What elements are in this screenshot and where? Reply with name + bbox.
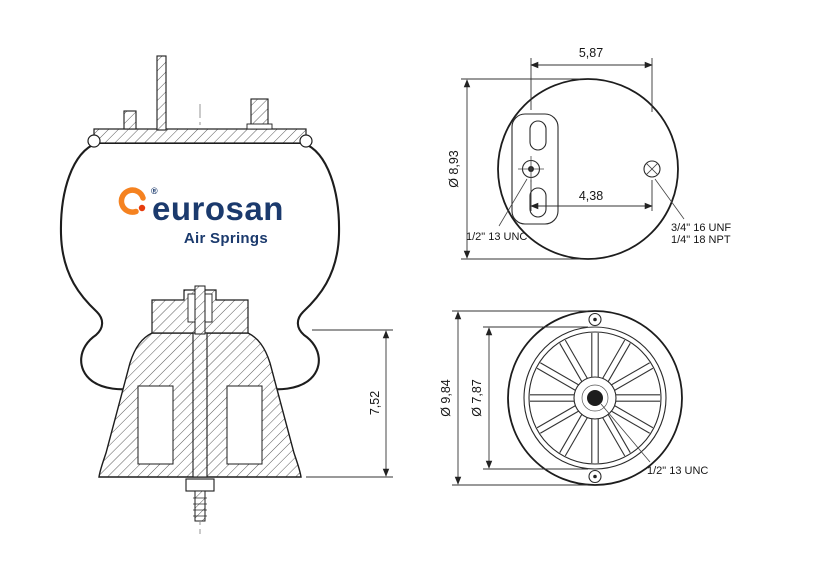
inner-diameter-dim-text: Ø 7,87	[470, 379, 484, 417]
port-spacing-dim-text: 4,38	[579, 189, 603, 203]
dimension-outer-diameter: Ø 9,84	[439, 310, 588, 486]
bolt-hole-top	[588, 312, 602, 327]
center-stud-callout: 1/2" 13 UNC	[466, 178, 527, 243]
plate-diameter-dim-text: Ø 8,93	[447, 150, 461, 188]
dimension-plate-diameter: Ø 8,93	[447, 78, 580, 260]
bead-plate-left-curl	[87, 134, 101, 148]
bracket-plate-outline	[511, 113, 559, 225]
dimension-port-spacing: 4,38	[530, 180, 653, 211]
side-view: 7,52	[59, 55, 393, 534]
piston-outer-circle	[507, 310, 683, 486]
stud-span-dim-text: 5,87	[579, 46, 603, 60]
bead-plate	[93, 128, 307, 144]
brand-tagline-text: Air Springs	[184, 230, 268, 247]
outer-diameter-dim-text: Ø 9,84	[439, 379, 453, 417]
air-port-callout: 3/4" 16 UNF 1/4" 18 NPT	[654, 178, 731, 246]
piston-rib-rim-circle	[528, 331, 662, 465]
bolt-hole-bottom	[588, 469, 602, 484]
center-stud-dot	[587, 390, 603, 406]
dimension-stud-span: 5,87	[530, 46, 653, 112]
top-center-stud	[194, 285, 206, 335]
dimension-overall-height: 7,52	[306, 329, 393, 478]
bottom-nut	[185, 478, 215, 492]
top-plate-circle	[497, 78, 679, 260]
bottom-stud-label: 1/2" 13 UNC	[647, 465, 708, 477]
brand-logo: ® eurosan Air Springs	[118, 186, 284, 247]
piston-window-left	[137, 385, 174, 465]
bracket-slot-top	[529, 120, 547, 151]
bottom-stud	[194, 490, 206, 522]
top-stud-washer	[246, 123, 273, 130]
air-port-label-line1: 3/4" 16 UNF	[671, 222, 731, 234]
center-bolt-stem	[192, 332, 208, 478]
air-port-hole	[643, 160, 661, 178]
center-stud-hole	[518, 156, 544, 182]
bottom-view: Ø 9,84 Ø 7,87 1/2" 13 UNC	[439, 310, 708, 486]
bottom-stud-callout: 1/2" 13 UNC	[600, 403, 708, 477]
registered-mark: ®	[151, 186, 158, 196]
piston-window-right	[226, 385, 263, 465]
brand-flame-icon	[118, 187, 146, 215]
piston-inner-circle	[523, 326, 667, 470]
bead-plate-right-curl	[299, 134, 313, 148]
clamp-block	[123, 110, 137, 130]
dimension-inner-diameter: Ø 7,87	[470, 326, 588, 470]
mounting-bracket	[156, 55, 167, 131]
bottom-stud-threads	[193, 497, 207, 517]
air-port-label-line2: 1/4" 18 NPT	[671, 234, 731, 246]
brand-name-text: eurosan	[152, 190, 284, 227]
height-dim-text: 7,52	[368, 391, 382, 415]
hub-inner-ring	[581, 384, 609, 412]
bracket-slot-bottom	[529, 187, 547, 218]
top-view: 5,87 Ø 8,93 4,38 1/2" 13 UNC 3/4" 16 UNF…	[447, 46, 731, 260]
center-stud-label: 1/2" 13 UNC	[466, 231, 527, 243]
